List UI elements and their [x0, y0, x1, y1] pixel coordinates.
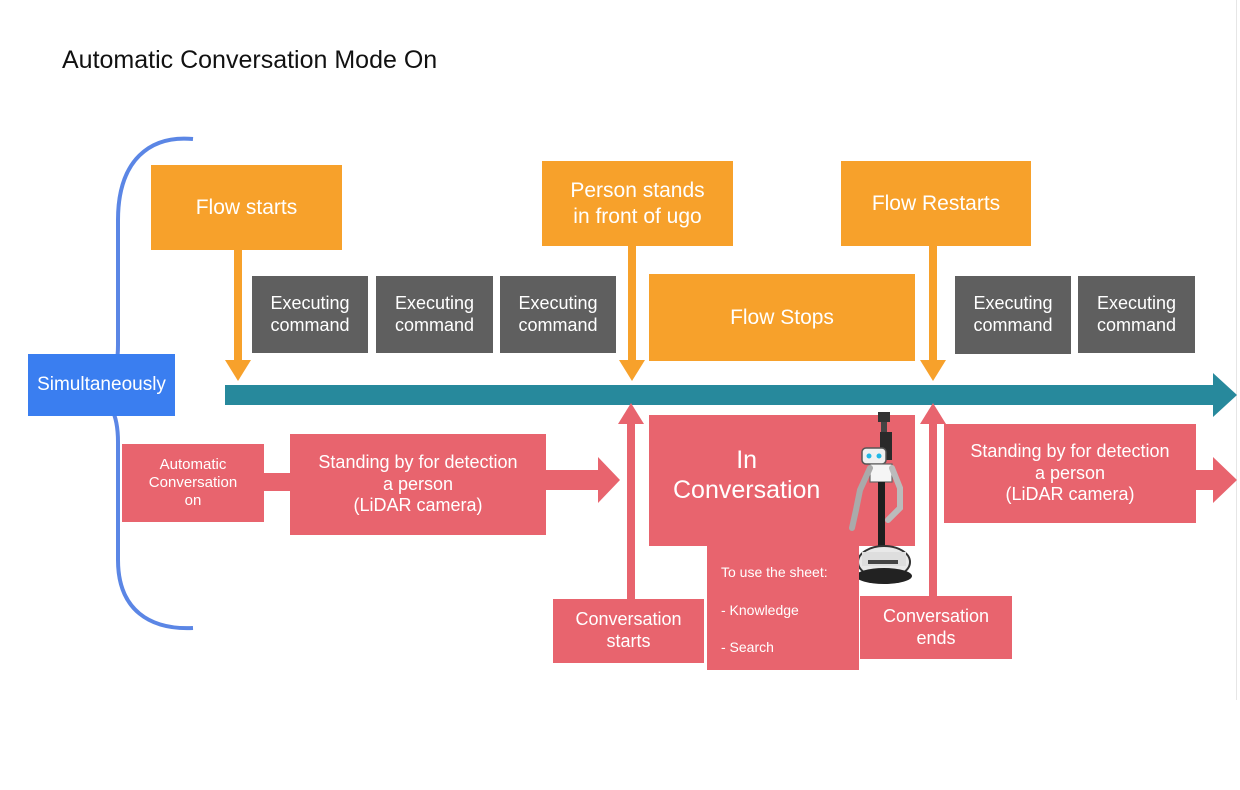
arrow-flow-starts-shaft [234, 250, 242, 362]
arrow-person-stands-head [619, 360, 645, 381]
arrow-flow-restarts-head [920, 360, 946, 381]
flow-starts-box: Flow starts [151, 165, 342, 250]
arrow-standby-1-head [598, 457, 620, 503]
executing-command-3: Executing command [500, 276, 616, 353]
sheet-item: - Weather Report [721, 715, 829, 732]
arrow-conversation-ends-head [920, 403, 946, 424]
conversation-ends-box: Conversation ends [860, 596, 1012, 659]
sheet-item: - Knowledge [721, 601, 799, 618]
simultaneously-text: Simultaneously [37, 373, 166, 395]
arrow-conversation-starts-shaft [627, 424, 635, 600]
sheet-item: - Web Search [721, 677, 807, 694]
arrow-standby-1-shaft [545, 470, 600, 490]
sheet-item: - Search [721, 639, 774, 656]
executing-command-5: Executing command [1078, 276, 1195, 353]
arrow-standby-2-head [1213, 457, 1237, 503]
right-edge-divider [1236, 0, 1237, 700]
sheet-heading: To use the sheet: [721, 563, 828, 580]
conversation-starts-box: Conversation starts [553, 599, 704, 663]
sheet-item: - Transfer Info [721, 752, 809, 769]
sheet-uses-box: To use the sheet: - Knowledge - Search -… [707, 540, 859, 769]
automatic-conversation-on-box: Automatic Conversation on [122, 444, 264, 522]
robot-icon [849, 412, 912, 584]
connectors-layer [89, 136, 1237, 631]
standing-by-box-1: Standing by for detection a person (LiDA… [290, 434, 546, 535]
simultaneously-label: Simultaneously [28, 354, 175, 416]
timeline-shaft [225, 385, 1215, 405]
arrow-flow-restarts-shaft [929, 246, 937, 362]
arrow-flow-starts-head [225, 360, 251, 381]
standing-by-box-2: Standing by for detection a person (LiDA… [944, 424, 1196, 523]
arrow-conversation-ends-shaft [929, 424, 937, 600]
executing-command-2: Executing command [376, 276, 493, 353]
arrow-standby-2-shaft [1195, 470, 1215, 490]
arrow-person-stands-shaft [628, 246, 636, 362]
connector-auto-to-standby [263, 473, 292, 491]
executing-command-1: Executing command [252, 276, 368, 353]
person-stands-box: Person stands in front of ugo [542, 161, 733, 246]
arrow-conversation-starts-head [618, 403, 644, 424]
executing-command-4: Executing command [955, 276, 1071, 354]
diagram-title: Automatic Conversation Mode On [62, 46, 438, 74]
flow-restarts-box: Flow Restarts [841, 161, 1031, 246]
flow-stops-box: Flow Stops [649, 274, 915, 361]
timeline-arrowhead [1213, 373, 1237, 417]
